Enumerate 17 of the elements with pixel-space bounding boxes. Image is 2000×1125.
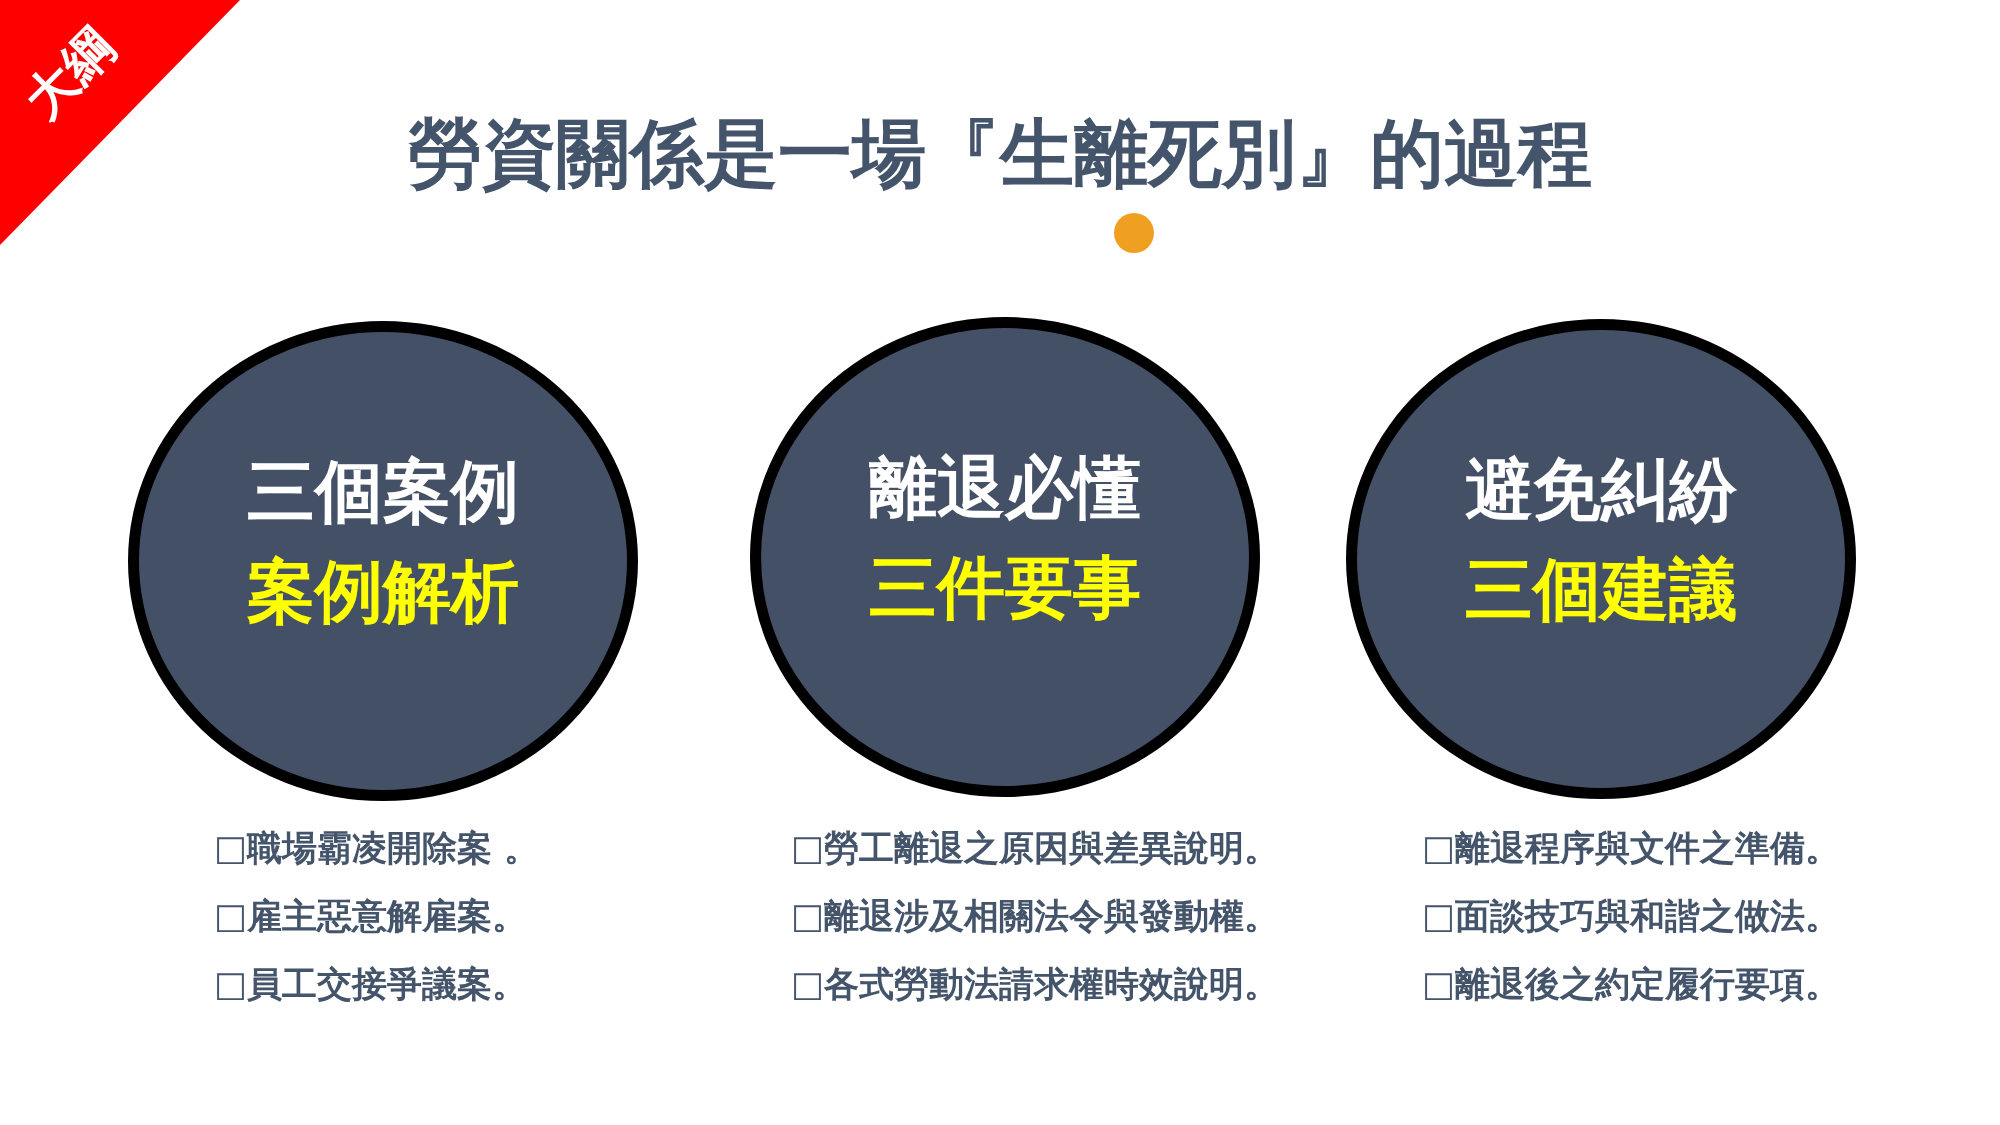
bullet-item: □員工交接爭議案。 (214, 963, 528, 1006)
bullet-item: □離退程序與文件之準備。 (1422, 827, 1841, 870)
topic-heading: 離退必懂 (868, 447, 1142, 529)
topic-subheading: 三件要事 (868, 547, 1142, 629)
topic-heading: 三個案例 (246, 451, 520, 533)
bullet-item: □勞工離退之原因與差異說明。 (791, 827, 1280, 870)
bullet-item: □離退後之約定履行要項。 (1422, 963, 1841, 1006)
corner-label: 大綱 (12, 16, 127, 131)
bullet-item: □雇主惡意解雇案。 (214, 895, 528, 938)
topic-heading: 避免糾紛 (1464, 449, 1738, 531)
topic-subheading: 案例解析 (246, 551, 520, 633)
bullet-item: □面談技巧與和諧之做法。 (1422, 895, 1841, 938)
topic-subheading: 三個建議 (1464, 549, 1738, 631)
title: 勞資關係是一場『生離死別』的過程 (407, 109, 1593, 198)
bullet-item: □離退涉及相關法令與發動權。 (791, 895, 1280, 938)
bullet-item: □各式勞動法請求權時效說明。 (791, 963, 1280, 1006)
bullet-item: □職場霸凌開除案 。 (214, 827, 540, 870)
